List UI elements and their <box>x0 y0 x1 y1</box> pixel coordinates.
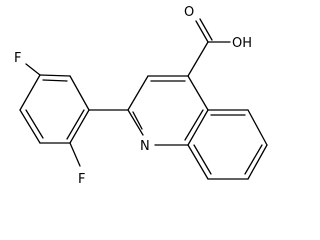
carbonyl-oxygen-label: O <box>184 5 194 20</box>
bond-c4-carboxyl <box>187 41 209 77</box>
fluorine-bottom-label: F <box>78 172 85 187</box>
bond-c8-c8a <box>187 144 209 180</box>
bond-ring-a-3-inner <box>66 109 85 140</box>
bond-n1-c2-inner <box>132 111 143 130</box>
bond-ring-a-6 <box>19 74 41 111</box>
bond-c4a-c8a <box>187 109 209 146</box>
bond-c2-c3 <box>127 75 149 111</box>
hydroxyl-label: OH <box>232 36 252 51</box>
bond-n1-c2 <box>127 109 144 136</box>
quinoline-ring <box>127 75 268 180</box>
fluorine-top-label: F <box>14 51 21 66</box>
bond-c4-c4a <box>187 75 209 111</box>
bond-c6-c7-inner <box>244 144 263 175</box>
bond-c6-c7 <box>247 144 268 180</box>
bond-c8-c8a-inner <box>193 144 212 175</box>
bond-carbonyl <box>195 20 209 43</box>
bond-carbonyl-inner <box>199 18 213 41</box>
bond-ring-a-5-inner <box>25 109 44 139</box>
bond-ring-a-5 <box>19 109 41 144</box>
bond-ring-a-2 <box>69 75 90 111</box>
bond-f-bottom <box>69 142 81 167</box>
bond-f-top <box>25 63 41 76</box>
bond-c5-c6 <box>247 109 268 146</box>
bond-c4a-c8a-inner <box>184 109 204 141</box>
bond-ring-a-3 <box>69 109 90 144</box>
bond-ring-a-1 <box>39 74 71 77</box>
nitrogen-label: N <box>140 139 150 154</box>
difluorophenyl-ring <box>19 63 90 167</box>
bond-ring-a-1-inner <box>42 79 68 82</box>
molecule-structure: F F N O OH <box>14 5 268 187</box>
carboxylic-acid-group <box>187 18 231 77</box>
